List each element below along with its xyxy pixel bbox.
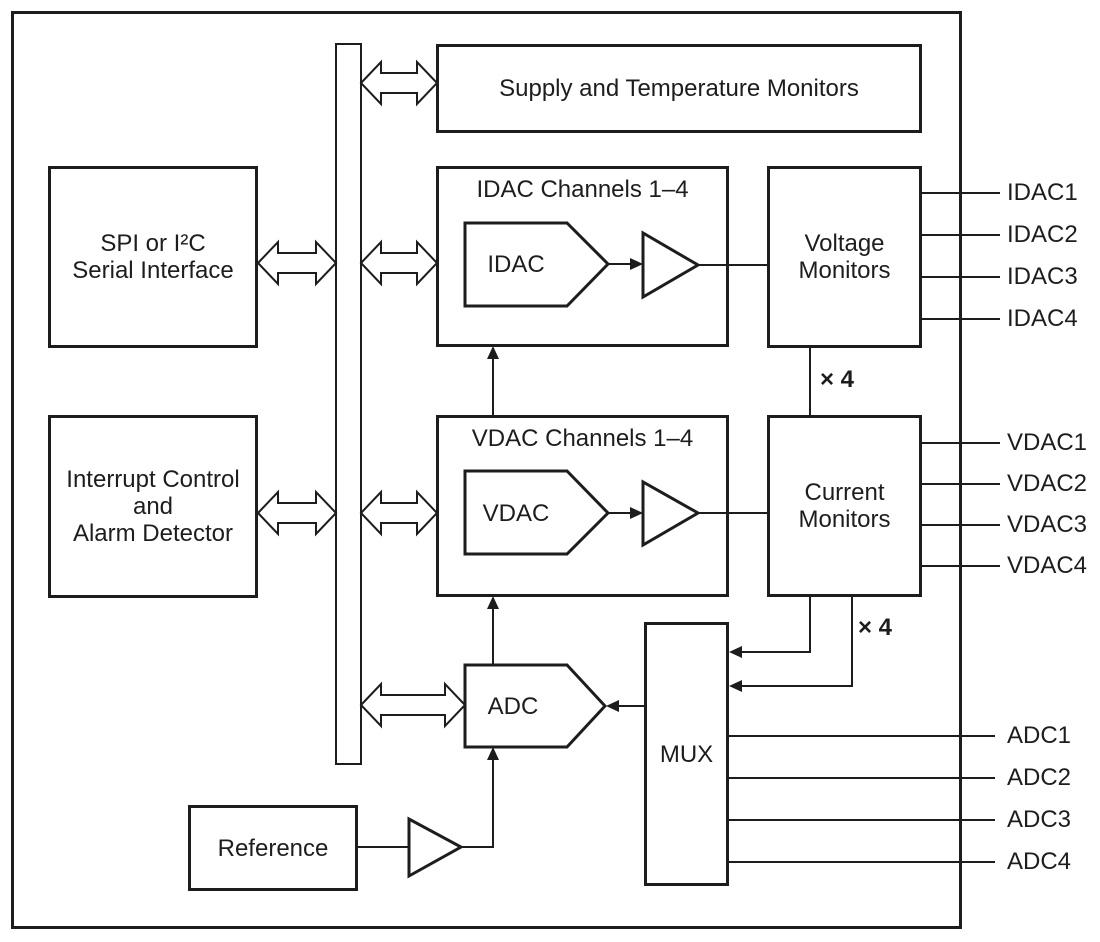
bidir-arrow-spi-bus: [256, 239, 338, 287]
arrowhead-adc-to-vdac: [487, 596, 499, 609]
pin-label-vdac3: VDAC3: [1007, 511, 1088, 538]
current-monitors-label-line2: Monitors: [798, 506, 891, 533]
reference-amp-triangle: [407, 816, 465, 879]
arrowhead-idac-to-amp: [630, 258, 643, 270]
pin-label-adc1: ADC1: [1007, 722, 1072, 749]
serial-interface-label-line1: SPI or I²C: [100, 230, 206, 257]
pin-label-vdac2: VDAC2: [1007, 470, 1088, 497]
pin-label-vdac4: VDAC4: [1007, 552, 1088, 579]
interrupt-alarm-block: Interrupt Control and Alarm Detector: [48, 415, 258, 598]
interrupt-label-line1: Interrupt Control: [66, 466, 240, 493]
adc-pentagon: [463, 663, 608, 749]
pin-label-vdac1: VDAC1: [1007, 429, 1088, 456]
voltage-monitors-block: Voltage Monitors: [767, 166, 922, 348]
bidir-arrow-bus-vdac: [359, 489, 439, 537]
pin-label-idac4: IDAC4: [1007, 305, 1078, 332]
arrowhead-currentmon-to-mux-2: [729, 680, 742, 692]
idac-amp-triangle: [641, 230, 701, 300]
idac-dac-pentagon: [463, 221, 611, 308]
serial-interface-block: SPI or I²C Serial Interface: [48, 166, 258, 348]
supply-temperature-monitors-label: Supply and Temperature Monitors: [499, 75, 859, 102]
interrupt-label-line3: Alarm Detector: [72, 520, 234, 547]
adc-pin-wires: [729, 735, 995, 863]
pin-label-idac2: IDAC2: [1007, 221, 1078, 248]
bidir-arrow-bus-supply: [359, 59, 439, 107]
vdac-amp-triangle: [641, 479, 702, 548]
bidir-arrow-bus-idac: [359, 239, 439, 287]
mux-block: MUX: [644, 622, 729, 886]
arrow-reference-to-adc-shaft: [461, 760, 494, 848]
interrupt-label-line2: and: [132, 493, 174, 520]
serial-interface-label-line2: Serial Interface: [72, 257, 234, 284]
vdac-pentagon-label: VDAC: [482, 500, 550, 527]
voltage-monitors-label-line2: Monitors: [798, 257, 891, 284]
vdac-channels-title: VDAC Channels 1–4: [471, 425, 694, 452]
voltage-monitors-label-line1: Voltage: [804, 230, 885, 257]
pin-label-adc4: ADC4: [1007, 848, 1072, 875]
arrow-currentmon-to-mux-1-shaft: [741, 597, 811, 653]
idac-pentagon-label: IDAC: [487, 251, 545, 278]
multiplier-current-to-mux: × 4: [858, 614, 893, 641]
mux-label: MUX: [659, 740, 714, 768]
pin-label-idac3: IDAC3: [1007, 263, 1078, 290]
idac-channels-title: IDAC Channels 1–4: [476, 176, 689, 203]
current-monitors-label-line1: Current: [804, 479, 885, 506]
bidir-arrow-interrupt-bus: [256, 489, 338, 537]
pin-label-adc3: ADC3: [1007, 806, 1072, 833]
pin-label-idac1: IDAC1: [1007, 179, 1078, 206]
vdac-pin-wires: [921, 442, 1000, 567]
vdac-dac-pentagon: [463, 469, 611, 556]
arrow-currentmon-to-mux-2-shaft: [741, 597, 853, 687]
reference-label: Reference: [217, 834, 329, 862]
supply-temperature-monitors-block: Supply and Temperature Monitors: [436, 44, 922, 133]
arrowhead-vdac-to-amp: [630, 507, 643, 519]
pin-label-adc2: ADC2: [1007, 764, 1072, 791]
adc-pentagon-label: ADC: [487, 693, 539, 720]
bidir-arrow-bus-adc: [359, 681, 467, 729]
idac-pin-wires: [921, 192, 1000, 320]
internal-bus-bar: [335, 43, 362, 765]
arrowhead-reference-to-adc: [487, 747, 499, 760]
arrowhead-mux-to-adc: [606, 700, 619, 712]
reference-block: Reference: [188, 805, 358, 891]
arrowhead-vdac-to-idac: [487, 346, 499, 359]
multiplier-voltage-to-current: × 4: [820, 366, 855, 393]
arrowhead-currentmon-to-mux-1: [729, 646, 742, 658]
current-monitors-block: Current Monitors: [767, 415, 922, 597]
